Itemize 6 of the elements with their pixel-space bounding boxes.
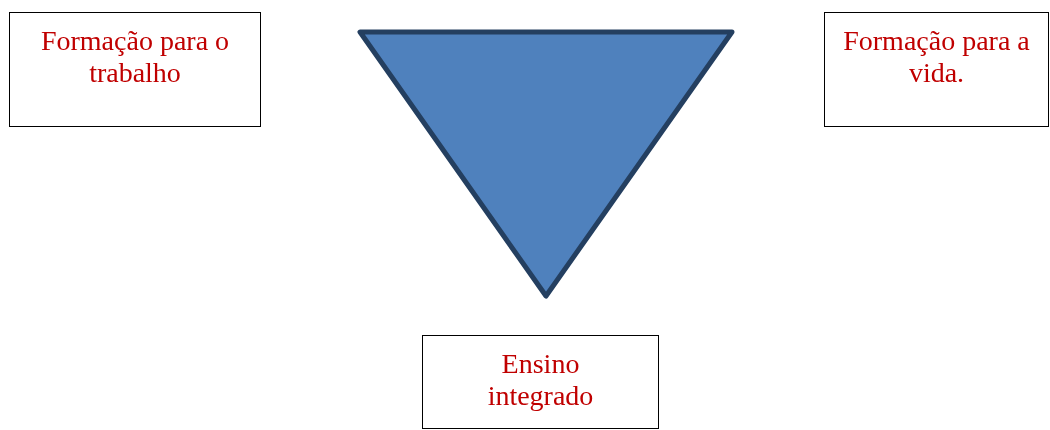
text-box <box>824 12 1049 127</box>
text-box <box>9 12 261 127</box>
box-label: Formação para a vida. <box>842 25 1031 89</box>
box-label: Ensino integrado <box>486 348 595 412</box>
box-label: Formação para o trabalho <box>39 25 231 89</box>
text-box <box>422 335 659 429</box>
